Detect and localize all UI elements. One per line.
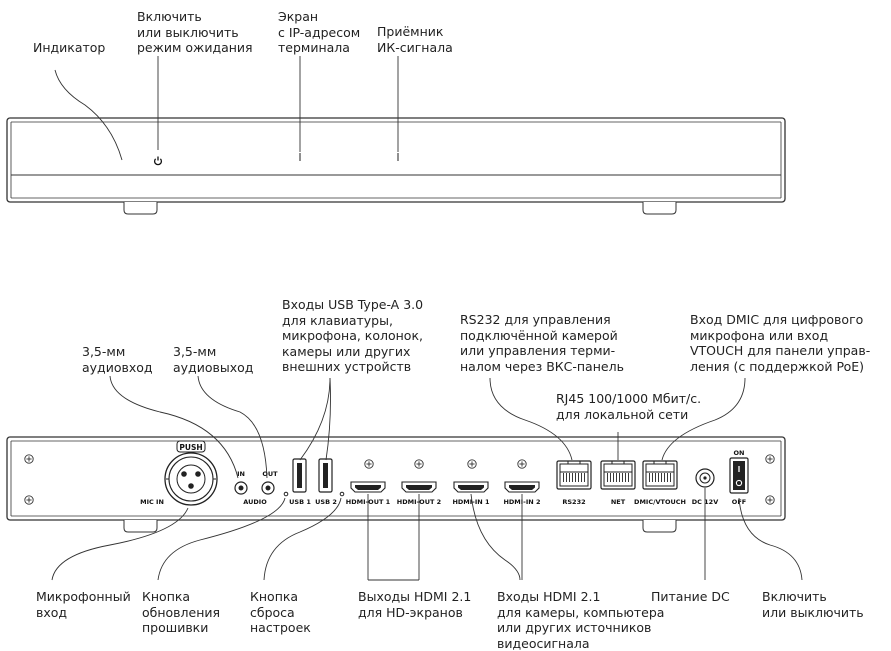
net-port[interactable] bbox=[601, 461, 635, 489]
audio-in-jack[interactable] bbox=[235, 482, 247, 494]
usb-port-1[interactable] bbox=[293, 459, 306, 492]
usb1-label: USB 1 bbox=[289, 498, 311, 506]
usb-port-2[interactable] bbox=[319, 459, 332, 492]
rs232-port[interactable] bbox=[557, 461, 591, 489]
rs232-label: RS232 bbox=[562, 498, 585, 506]
rear-foot-left bbox=[124, 520, 157, 532]
audio-in-label: IN bbox=[237, 470, 245, 478]
front-view bbox=[7, 56, 785, 214]
audio-out-label: OUT bbox=[262, 470, 278, 478]
dc-power-jack[interactable] bbox=[696, 469, 714, 487]
hdmi-in-2-port[interactable] bbox=[505, 482, 539, 492]
net-label: NET bbox=[611, 498, 626, 506]
dmic-vtouch-port[interactable] bbox=[643, 461, 677, 489]
audio-label: AUDIO bbox=[243, 498, 267, 506]
firmware-update-button[interactable] bbox=[284, 492, 288, 496]
front-foot-right bbox=[643, 202, 676, 214]
dmic-label: DMIC/VTOUCH bbox=[634, 498, 686, 506]
hdmi-out-1-port[interactable] bbox=[351, 482, 385, 492]
rear-view: PUSH MIC IN IN OUT AUDIO USB 1 USB 2 bbox=[7, 437, 785, 532]
rear-foot-right bbox=[643, 520, 676, 532]
on-label: ON bbox=[734, 449, 745, 457]
front-chassis bbox=[7, 118, 785, 202]
mic-in-label: MIC IN bbox=[140, 498, 164, 506]
usb2-label: USB 2 bbox=[315, 498, 337, 506]
front-foot-left bbox=[124, 202, 157, 214]
power-switch[interactable] bbox=[730, 458, 748, 493]
audio-out-jack[interactable] bbox=[262, 482, 274, 494]
hdmi-out-2-port[interactable] bbox=[402, 482, 436, 492]
hdmi-in-1-port[interactable] bbox=[454, 482, 488, 492]
push-label: PUSH bbox=[179, 443, 202, 452]
reset-button[interactable] bbox=[340, 492, 344, 496]
